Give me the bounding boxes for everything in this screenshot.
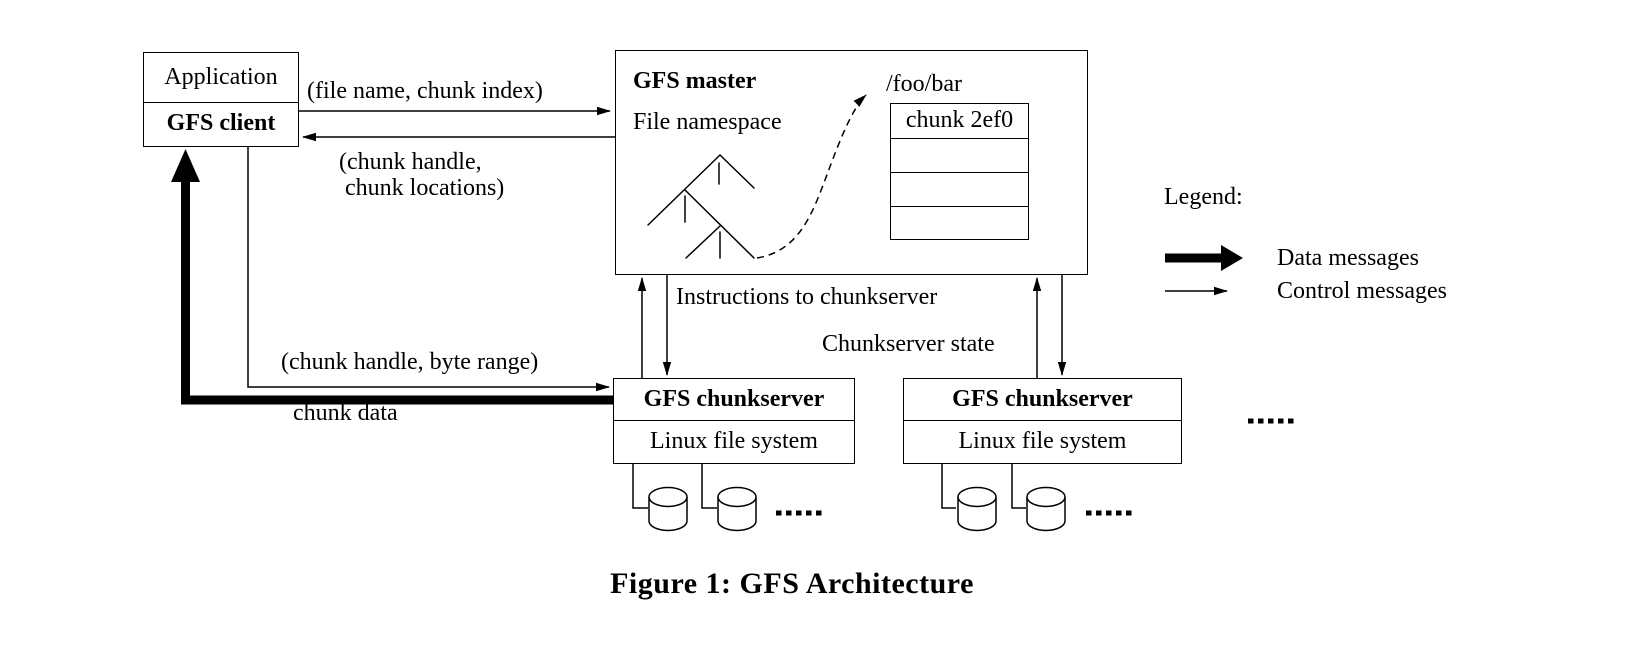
disk-icon bbox=[1026, 486, 1066, 532]
chunk-table: chunk 2ef0 bbox=[890, 103, 1029, 240]
master-title: GFS master bbox=[633, 68, 757, 94]
legend-data-label: Data messages bbox=[1277, 245, 1419, 271]
file-request-label: (file name, chunk index) bbox=[307, 78, 543, 104]
disk-connector bbox=[941, 464, 956, 509]
chunkserver-2-title: GFS chunkserver bbox=[952, 385, 1133, 412]
legend-data-arrow-icon bbox=[1165, 245, 1243, 271]
chunk-table-empty-row bbox=[891, 138, 1028, 172]
file-namespace-label: File namespace bbox=[633, 109, 782, 135]
chunkserver-state-label: Chunkserver state bbox=[822, 331, 995, 357]
disk-connector bbox=[1011, 464, 1026, 509]
chunkserver-1-fs-label: Linux file system bbox=[650, 427, 818, 454]
disk-icon bbox=[717, 486, 757, 532]
file-response-label: (chunk handle, chunk locations) bbox=[339, 149, 505, 201]
chunkserver-1-title: GFS chunkserver bbox=[643, 385, 825, 412]
file-path-label: /foo/bar bbox=[886, 71, 962, 97]
gfs-client-label: GFS client bbox=[166, 110, 276, 137]
instructions-label: Instructions to chunkserver bbox=[676, 284, 938, 310]
disk-connector bbox=[632, 464, 648, 509]
disk-icon bbox=[957, 486, 997, 532]
chunkserver-box-1: GFS chunkserver Linux file system bbox=[613, 378, 855, 464]
disk-icon bbox=[648, 486, 688, 532]
client-box: Application GFS client bbox=[143, 52, 299, 147]
legend-control-label: Control messages bbox=[1277, 278, 1447, 304]
application-label: Application bbox=[164, 63, 278, 90]
chunk-data-label: chunk data bbox=[293, 400, 398, 426]
legend-title: Legend: bbox=[1164, 184, 1243, 210]
chunkserver-box-2: GFS chunkserver Linux file system bbox=[903, 378, 1182, 464]
chunk-table-empty-row bbox=[891, 206, 1028, 237]
figure-caption: Figure 1: GFS Architecture bbox=[610, 567, 974, 600]
chunk-cell-label: chunk 2ef0 bbox=[905, 107, 1014, 134]
byte-range-label: (chunk handle, byte range) bbox=[281, 349, 539, 375]
chunk-table-empty-row bbox=[891, 172, 1028, 206]
chunkserver-2-fs-label: Linux file system bbox=[958, 427, 1127, 454]
disk-connector bbox=[701, 464, 717, 509]
